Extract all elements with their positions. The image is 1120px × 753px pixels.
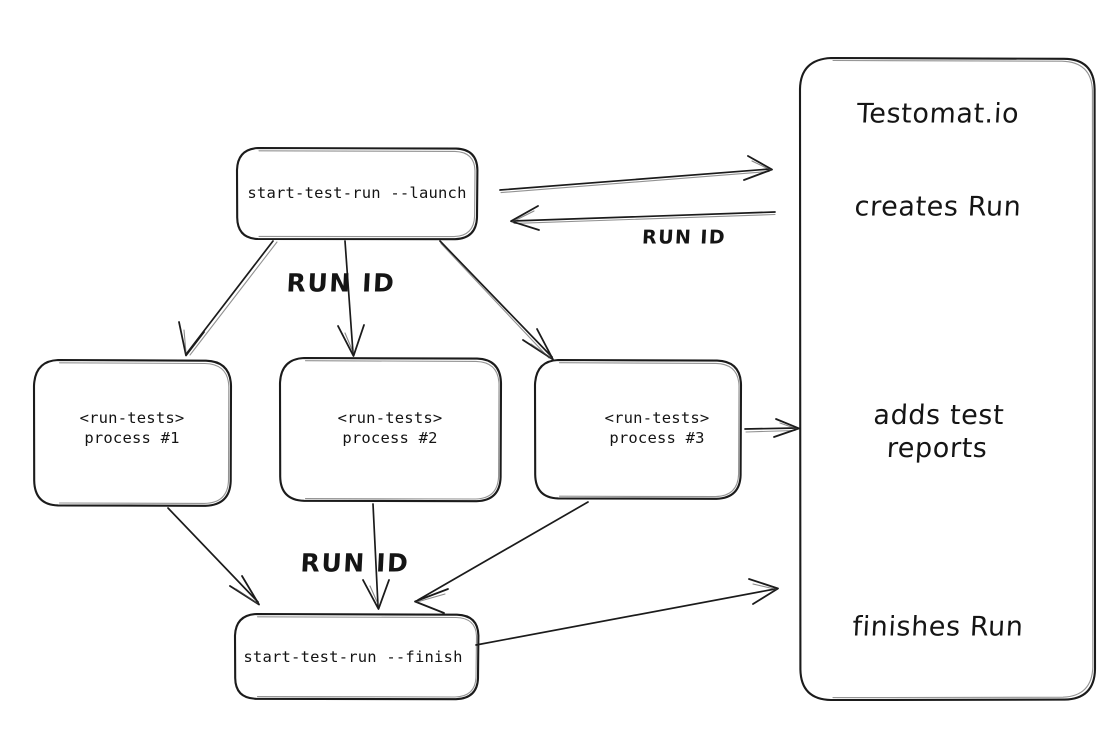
edge-launch-to-process1: [178, 240, 278, 357]
edge-testomat-to-launch: [510, 205, 776, 231]
node-process3[interactable]: [533, 358, 743, 500]
edge-launch-to-process2: [337, 240, 365, 357]
edge-launch-to-process3: [439, 240, 554, 361]
node-process2[interactable]: [278, 356, 503, 503]
node-testomat-panel[interactable]: [798, 56, 1097, 702]
node-process1[interactable]: [32, 358, 233, 507]
edge-finish-to-testomat: [475, 578, 779, 646]
edge-process3-to-finish: [414, 501, 589, 614]
edge-launch-to-testomat: [499, 155, 773, 194]
node-finish[interactable]: [233, 612, 480, 701]
edge-process3-to-testomat: [744, 418, 800, 438]
edge-process2-to-finish: [362, 503, 390, 610]
node-launch[interactable]: [235, 146, 479, 241]
edge-process1-to-finish: [167, 507, 260, 606]
